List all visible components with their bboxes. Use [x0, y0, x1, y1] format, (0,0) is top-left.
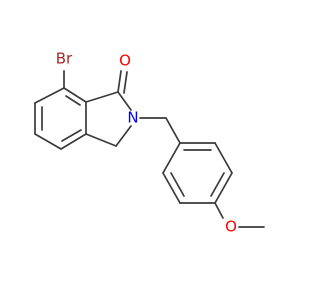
bond-c1-o-second — [123, 71, 128, 94]
bond-c7a-c1 — [85, 91, 119, 103]
carbonyl-oxygen-atom-label: O — [119, 52, 131, 70]
bond-ar4-o — [214, 202, 224, 219]
bond-c7-c7a — [63, 87, 87, 103]
methoxy-oxygen-atom-label: O — [225, 218, 237, 236]
bond-ar3-ar4 — [214, 172, 233, 204]
bond-c3-c3a — [85, 133, 117, 147]
bond-ch2-ar — [165, 117, 181, 144]
atom-labels: Br O N O — [56, 50, 237, 236]
nitrogen-atom-label: N — [127, 109, 138, 127]
bond-c4-c3a-inner — [61, 129, 82, 142]
bond-c1-o — [117, 70, 122, 93]
bond-ar2-ar3 — [214, 142, 233, 174]
bond-ar5-ar6 — [162, 172, 181, 204]
bond-c5-c4 — [34, 133, 62, 150]
bond-ar5-ar6-inner — [170, 172, 185, 197]
bond-ar6-ar1 — [162, 142, 181, 174]
bond-c1-n — [117, 91, 132, 111]
bond-c4-c3a — [60, 133, 87, 150]
bond-n-c3 — [115, 125, 132, 147]
bonds — [34, 70, 265, 228]
bromine-atom-label: Br — [56, 50, 73, 68]
bond-ar3-ar4-inner — [210, 172, 225, 197]
bond-c7-c6 — [34, 87, 65, 104]
chemical-structure-diagram: Br O N O — [34, 50, 265, 236]
bond-c7-c7a-inner — [65, 95, 81, 106]
